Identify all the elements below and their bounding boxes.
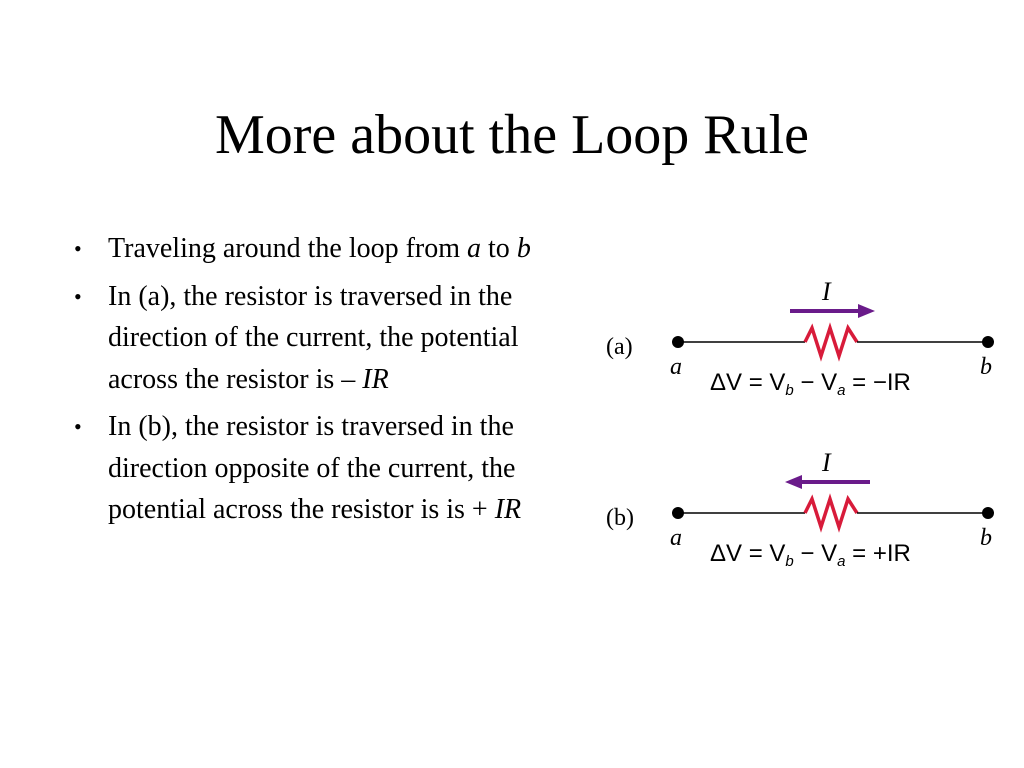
circuit-diagram-a: (a) I a b ΔV = Vb − Va = −IR [606,277,994,399]
node-b-dot [982,507,994,519]
node-a-label: a [670,354,682,380]
node-b-dot [982,336,994,348]
bullet-icon: • [74,283,82,309]
bullet-icon: • [74,236,82,261]
node-b-label: b [980,354,992,380]
node-a-dot [672,336,684,348]
figure-label: (b) [606,505,634,531]
node-b-label: b [980,525,992,551]
bullet-item: • In (a), the resistor is traversed in t… [70,276,590,401]
current-label: I [821,448,832,477]
resistor-icon [803,493,859,533]
figure-label: (a) [606,334,633,360]
bullet-item: • Traveling around the loop from a to b [70,228,590,270]
slide-title: More about the Loop Rule [214,104,810,166]
equation: ΔV = Vb − Va = +IR [710,540,911,570]
node-a-label: a [670,525,682,551]
circuit-diagram-b: (b) I a b ΔV = Vb − Va = +IR [606,448,994,570]
bullet-item: • In (b), the resistor is traversed in t… [70,406,590,531]
current-arrow-left-icon [785,475,870,489]
node-a-dot [672,507,684,519]
resistor-icon [803,322,859,362]
current-label: I [821,277,832,306]
circuit-figure-a: (a) I a b ΔV = Vb − Va = −IR [600,270,1020,400]
current-arrow-right-icon [790,304,875,318]
circuit-figure-b: (b) I a b ΔV = Vb − Va = +IR [600,441,1020,571]
equation: ΔV = Vb − Va = −IR [710,369,911,399]
bullet-icon: • [74,414,82,439]
bullet-list: • Traveling around the loop from a to b … [70,228,590,537]
